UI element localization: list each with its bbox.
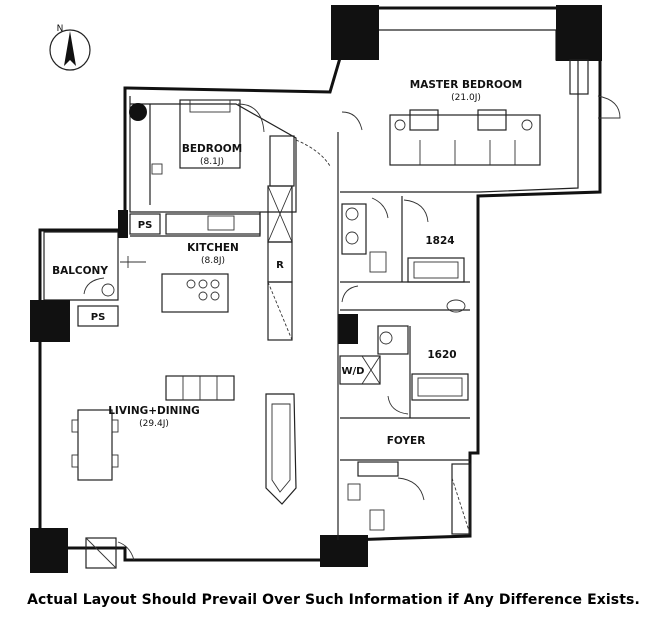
kitchen-size: (8.8J) <box>201 256 225 266</box>
living-furniture <box>71 375 297 569</box>
balcony-fixtures <box>77 213 161 327</box>
bath-1620-label: 1620 <box>427 349 456 361</box>
master-bed <box>341 59 621 166</box>
bedroom-size: (8.1J) <box>200 157 224 167</box>
structural-columns <box>30 5 602 573</box>
ps-lower-label: PS <box>91 312 106 323</box>
living-dining-size: (29.4J) <box>139 419 169 429</box>
bath-1824-label: 1824 <box>425 235 454 247</box>
bedroom-furniture <box>129 99 331 175</box>
disclaimer-text: Actual Layout Should Prevail Over Such I… <box>27 592 640 608</box>
compass-label: N <box>57 24 64 34</box>
foyer-label: FOYER <box>387 435 426 447</box>
balcony-label: BALCONY <box>52 265 108 277</box>
ps-upper-label: PS <box>138 220 153 231</box>
living-dining-label: LIVING+DINING <box>108 405 200 417</box>
bedroom-label: BEDROOM <box>182 143 242 155</box>
interior-walls <box>130 132 480 540</box>
bath-1824-fixtures <box>341 197 465 283</box>
washer-dryer-label: W/D <box>342 366 365 377</box>
floor-plan: N <box>30 5 621 573</box>
master-bedroom-label: MASTER BEDROOM <box>410 79 523 91</box>
north-arrow-icon: N <box>49 24 91 71</box>
foyer-fixtures <box>347 461 471 535</box>
kitchen-label: KITCHEN <box>187 242 239 254</box>
bath-1620-fixtures <box>339 285 469 415</box>
refrigerator-label: R <box>276 260 284 271</box>
master-bedroom-size: (21.0J) <box>451 93 481 103</box>
kitchen-fixtures <box>161 135 295 341</box>
